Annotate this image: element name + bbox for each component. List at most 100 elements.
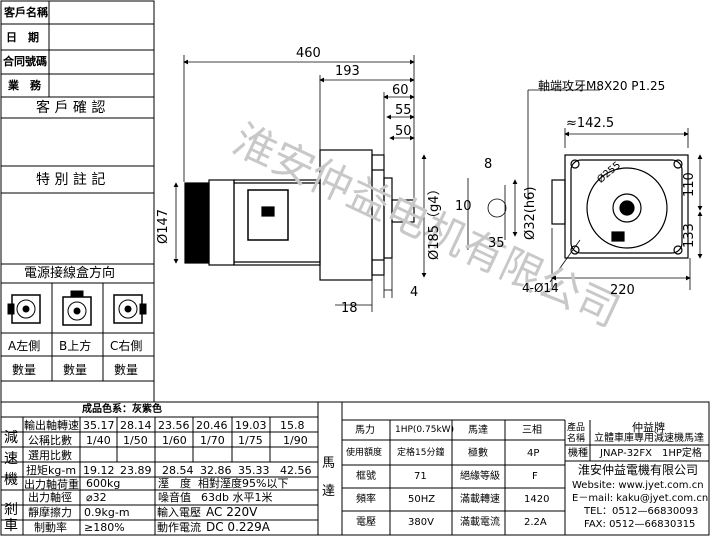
humidity-label: 溼 度 [158,477,191,490]
company-name: 淮安仲益電機有限公司 [578,463,699,477]
junction-box-label: 電源接線盒方向 [24,266,116,281]
dimension-lines [173,55,703,312]
ratio-4: 1/70 [200,434,225,447]
dim-dia147: Ø147 [156,208,171,244]
dim-dia32: Ø32(h6) [523,186,538,240]
dim-18: 18 [341,301,358,316]
torque-4: 32.86 [200,464,232,477]
dim-193: 193 [335,64,360,79]
thread-note: 軸端攻牙M8X20 P1.25 [538,79,666,93]
brand-name: 仲益牌 [632,421,665,434]
dim-60: 60 [392,83,409,98]
voltage-label: 電壓 [356,517,376,528]
special-notes-label: 特 別 註 記 [36,172,106,188]
phase-value: 三相 [522,425,542,436]
spec-grid [0,401,710,536]
dim-133: 133 [682,223,697,248]
dim-220: 220 [610,283,635,298]
rating-value: 定格15分鐘 [397,448,445,458]
reducer-side-label: 減速機 [4,430,18,488]
dim-142: ≈142.5 [566,116,615,131]
fax: FAX: 0512—66830315 [584,519,696,530]
ratio-2: 1/50 [123,434,148,447]
tel: TEL：0512—66830093 [584,506,699,517]
dim-35: 35 [488,236,505,251]
dim-460: 460 [296,46,321,61]
select-ratio-label: 選用比數 [28,449,72,462]
model-label: 機種 [568,448,588,459]
torque-label: 扭矩kg-m [26,464,77,477]
qty-b-label: 數量 [63,363,88,377]
humidity-value: 相對溼度95%以下 [198,477,289,490]
speed-5: 19.03 [235,419,267,432]
color-label: 成品色系：灰紫色 [82,404,162,415]
motor-side-label: 馬達 [322,456,336,499]
ratio-label: 公稱比數 [28,434,72,447]
date-label: 日 期 [6,31,39,44]
qty-a-label: 數量 [12,363,37,377]
direction-a-label: A左側 [8,339,41,353]
dim-55: 55 [395,103,412,118]
junction-right-icon [113,294,147,324]
rpm-label: 滿載轉速 [460,494,500,505]
direction-b-label: B上方 [59,339,92,353]
load-value: 600kg [86,477,121,490]
freq-label: 頻率 [356,494,376,505]
front-view [551,154,689,259]
speed-2: 28.14 [120,419,152,432]
product-name: 立體車庫專用減速機馬達 [594,433,704,444]
qty-c-label: 數量 [114,363,139,377]
email: E－mail: kaku@jyet.com.cn [572,493,709,504]
customer-name-label: 客戶名稱 [4,6,48,19]
current-value: DC 0.229A [206,520,270,534]
customer-confirm-label: 客 戶 確 認 [36,100,106,116]
input-voltage-value: AC 220V [206,505,258,519]
junction-box-icons [7,290,147,326]
frame-value: 71 [414,471,427,482]
contract-no-label: 合同號碼 [3,55,47,68]
dim-8: 8 [484,157,493,172]
ratio-1: 1/40 [86,434,111,447]
dim-50: 50 [395,124,412,139]
torque-6: 42.56 [280,464,312,477]
brake-side-label: 剎車 [4,502,18,534]
dim-dia185: Ø185（g4） [427,182,442,260]
product-name-label: 產品名稱 [567,423,586,444]
input-voltage-label: 輸入電壓 [157,506,201,519]
brake-rate-label: 制動率 [34,521,67,534]
direction-c-label: C右側 [110,339,143,353]
frame-label: 框號 [356,471,376,482]
side-view [184,149,415,281]
load-label: 出力軸荷重 [24,478,79,491]
shaft-value: ⌀32 [86,491,107,504]
website: Website: www.jyet.com.cn [572,480,704,491]
power-value: 1HP(0.75kW) [395,425,455,435]
speed-6: 15.8 [280,419,305,432]
ratio-6: 1/90 [283,434,308,447]
dim-4: 4 [410,285,419,300]
speed-1: 35.17 [83,419,115,432]
shaft-label: 出力軸徑 [28,491,72,504]
torque-2: 23.89 [120,464,152,477]
ratio-3: 1/60 [162,434,187,447]
dim-110: 110 [682,172,697,197]
torque-3: 28.54 [162,464,194,477]
amp-label: 滿載電流 [460,517,500,528]
insulation-label: 絕緣等級 [460,471,500,482]
speed-4: 20.46 [196,419,228,432]
sales-label: 業 務 [8,79,41,92]
insulation-value: F [532,471,538,482]
poles-label: 極數 [468,448,488,459]
poles-value: 4P [527,448,540,459]
torque-5: 35.33 [238,464,270,477]
amp-value: 2.2A [524,517,547,528]
motor-type-label: 馬達 [468,425,488,436]
noise-value: 63db 水平1米 [201,491,273,504]
dim-10: 10 [455,199,472,214]
speed-label: 輸出軸轉速 [24,419,79,432]
freq-value: 50HZ [408,494,436,505]
brake-rate-value: ≥180% [84,521,125,534]
junction-left-icon [7,294,41,324]
